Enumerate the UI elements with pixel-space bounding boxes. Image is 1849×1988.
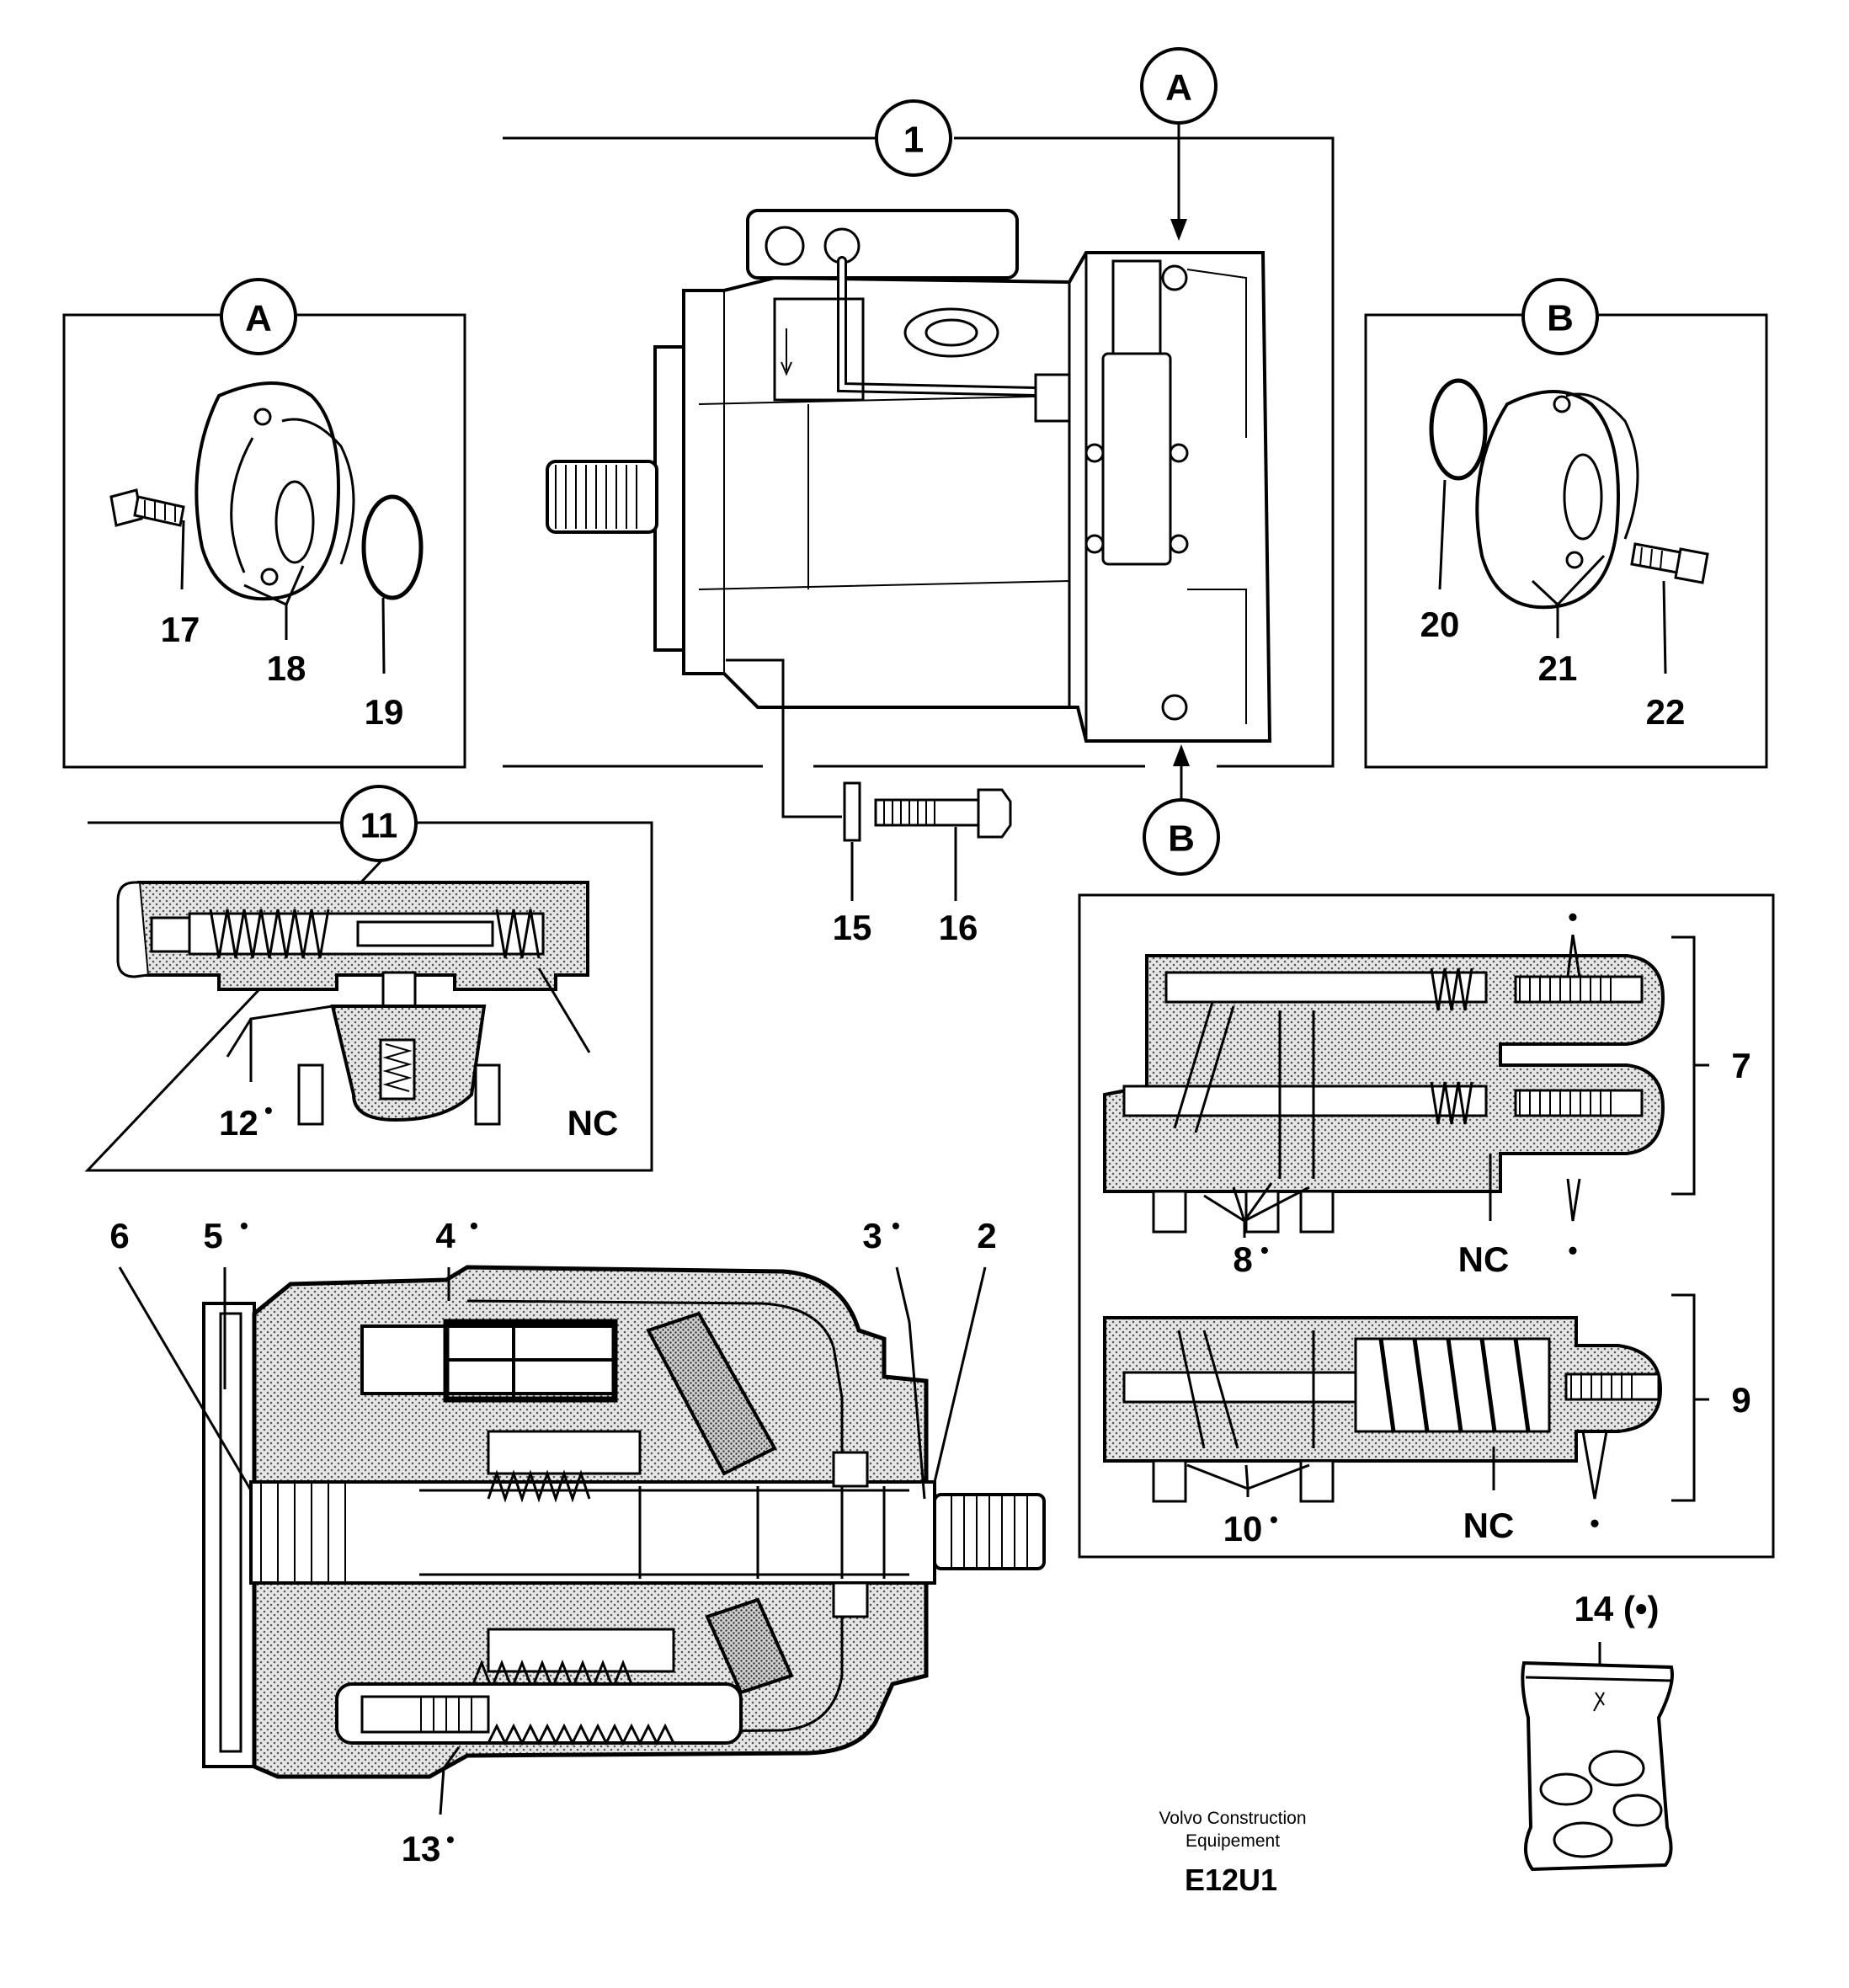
svg-text:A: A	[245, 298, 272, 339]
nc-label-9: NC	[1463, 1506, 1515, 1545]
pump-assembly-view: 1	[503, 47, 1335, 947]
o-ring-icon	[1429, 378, 1488, 481]
callout-12: 12	[219, 1103, 258, 1143]
bullet-13: •	[446, 1826, 455, 1852]
svg-text:A: A	[1165, 67, 1192, 109]
detail-b-flange-kit: B 20 21 22	[1364, 278, 1768, 769]
bullet-3: •	[892, 1213, 900, 1239]
hex-bolt-icon	[874, 788, 1012, 839]
publisher-line-2: Equipement	[1186, 1831, 1280, 1851]
callout-11-circle: 11	[340, 785, 418, 862]
callout-7: 7	[1731, 1046, 1750, 1085]
split-flange-icon	[194, 381, 355, 601]
detail-control-valves: 8 • NC • • 7 10 • NC • 9	[1078, 893, 1775, 1559]
callout-21: 21	[1538, 648, 1578, 688]
callout-15: 15	[833, 908, 872, 947]
drawing-code: E12U1	[1185, 1863, 1277, 1897]
nc-label-11: NC	[567, 1103, 619, 1143]
svg-text:B: B	[1547, 298, 1574, 339]
callout-2: 2	[977, 1216, 996, 1255]
callout-17: 17	[161, 610, 200, 649]
bullet-4: •	[470, 1213, 478, 1239]
callout-5: 5	[203, 1216, 222, 1255]
callout-1-circle: 1	[875, 99, 952, 177]
bullet-7-bottom: •	[1568, 1235, 1577, 1266]
pump-cross-section: 6 5 • 4 • 3 • 2 13 •	[109, 1213, 1046, 1868]
callout-6: 6	[109, 1216, 129, 1255]
callout-8: 8	[1233, 1239, 1252, 1279]
callout-16: 16	[939, 908, 978, 947]
publisher-credit: Volvo Construction Equipement E12U1	[1159, 1809, 1306, 1897]
cap-screw-icon	[109, 488, 185, 527]
bullet-8: •	[1260, 1237, 1269, 1263]
pump-housing-drawing	[546, 209, 1272, 743]
callout-22: 22	[1646, 692, 1686, 732]
publisher-line-1: Volvo Construction	[1159, 1809, 1306, 1828]
callout-9: 9	[1731, 1380, 1750, 1420]
shim-icon	[843, 781, 861, 842]
o-ring-icon	[361, 494, 424, 600]
svg-text:1: 1	[903, 120, 924, 161]
callout-10: 10	[1223, 1509, 1263, 1548]
bullet-10: •	[1270, 1506, 1278, 1532]
callout-18: 18	[267, 648, 306, 688]
callout-19: 19	[365, 692, 404, 732]
svg-text:11: 11	[360, 806, 397, 845]
bullet-7-top: •	[1568, 902, 1577, 932]
view-a-circle-left: A	[220, 278, 297, 355]
callout-20: 20	[1420, 605, 1460, 644]
bullet-12: •	[264, 1097, 273, 1123]
callout-13: 13	[402, 1829, 441, 1868]
cap-screw-icon	[1630, 542, 1709, 584]
view-a-circle-top: A	[1140, 47, 1218, 125]
bullet-5: •	[240, 1213, 248, 1239]
nc-label-7: NC	[1458, 1239, 1510, 1279]
callout-14: 14 (•)	[1574, 1589, 1659, 1628]
detail-a-flange-kit: A 17 18 19	[62, 278, 466, 769]
callout-4: 4	[435, 1216, 456, 1255]
bullet-9: •	[1590, 1508, 1599, 1538]
svg-text:B: B	[1168, 818, 1195, 860]
callout-3: 3	[862, 1216, 882, 1255]
seal-kit-bag: 14 (•)	[1521, 1589, 1674, 1872]
view-b-circle-right: B	[1521, 278, 1599, 355]
detail-11-pressure-valve: 11 12 • NC	[84, 785, 653, 1172]
view-b-circle-bottom: B	[1143, 798, 1220, 876]
split-flange-icon	[1475, 390, 1639, 610]
